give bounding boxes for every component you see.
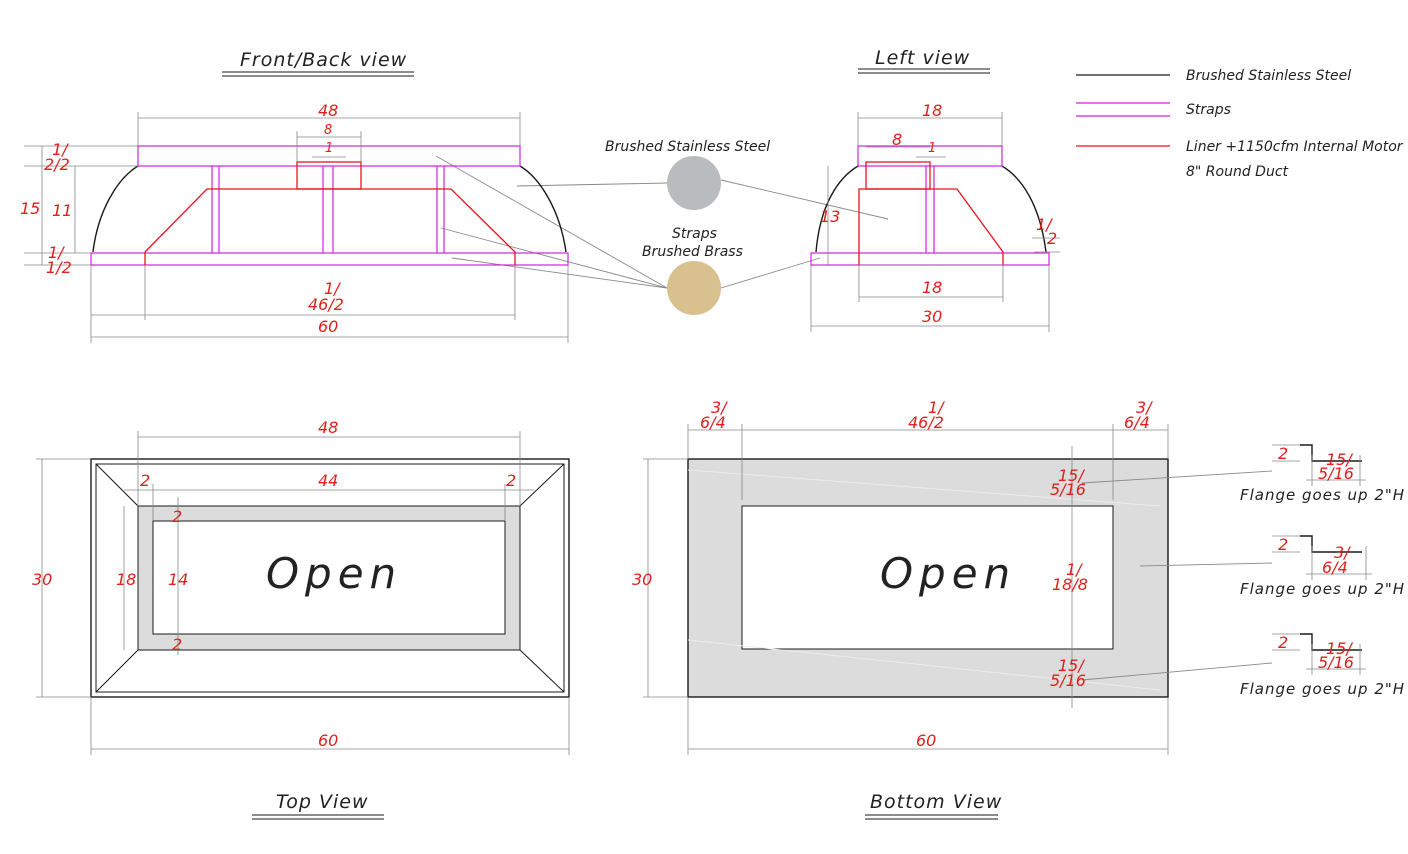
brass-swatch: [667, 261, 721, 315]
flange-1-frac: 15/: [1326, 450, 1353, 469]
top-open-label: Open: [266, 549, 402, 598]
bottom-depth-dim: 18/8: [1052, 575, 1088, 594]
top-inner-depth-dim: 14: [168, 570, 188, 589]
bottom-depth-frac: 1/: [1066, 560, 1083, 579]
front-back-view: 48 8 1 1/ 2/2 15 11 1/ 1/2 1/ 46/2 60: [20, 101, 569, 343]
legend-duct-label: 8" Round Duct: [1186, 164, 1289, 180]
flange-3-frac: 15/: [1326, 639, 1353, 658]
top-view: 48 44 2 2 18 14 2 2 30 60 Open: [32, 418, 570, 755]
bottom-view-title: Bottom View: [870, 791, 1002, 813]
left-top-dim: 18: [922, 101, 942, 120]
steel-swatch: [667, 156, 721, 210]
left-collar-inner-dim: 1: [928, 141, 936, 156]
front-collar-dim: 8: [324, 123, 332, 138]
bottom-height-dim: 30: [632, 570, 652, 589]
left-collar-dim: 8: [892, 130, 902, 149]
flange-1-label: Flange goes up 2"H: [1240, 486, 1405, 504]
flange-detail-3: 2 15/ 5/16 Flange goes up 2"H: [1240, 633, 1405, 698]
top-height-dim: 30: [32, 570, 52, 589]
bottom-lower-dim: 5/16: [1050, 671, 1086, 690]
flange-3-height: 2: [1278, 633, 1288, 652]
brass-swatch-label: Brushed Brass: [642, 244, 743, 260]
bottom-mid-dim: 46/2: [908, 413, 944, 432]
front-collar-inner-dim: 1: [325, 141, 333, 156]
left-side-frac: 1/: [1036, 215, 1053, 234]
front-height-dim: 15: [20, 199, 40, 218]
legend: Brushed Stainless Steel Straps Liner +11…: [1076, 68, 1404, 180]
legend-liner-label: Liner +1150cfm Internal Motor: [1186, 139, 1404, 155]
top-outer-dim: 48: [318, 418, 338, 437]
flange-3-label: Flange goes up 2"H: [1240, 680, 1405, 698]
top-top-gap-dim: 2: [172, 507, 182, 526]
front-top-width-dim: 48: [318, 101, 338, 120]
flange-detail-1: 2 15/ 5/16 Flange goes up 2"H: [1240, 444, 1405, 504]
bottom-upper-frac: 15/: [1058, 466, 1085, 485]
flange-3-value: 5/16: [1318, 653, 1354, 672]
flange-1-value: 5/16: [1318, 464, 1354, 483]
material-swatches: Brushed Stainless Steel Straps Brushed B…: [435, 139, 889, 315]
left-height-dim: 13: [820, 207, 840, 226]
bottom-upper-dim: 5/16: [1050, 480, 1086, 499]
straps-swatch-label: Straps: [672, 226, 717, 242]
left-view-title: Left view: [875, 47, 970, 69]
bottom-left-frac: 3/: [711, 398, 728, 417]
flange-details: 2 15/ 5/16 Flange goes up 2"H 2 3/ 6/4 F…: [1240, 444, 1405, 698]
bottom-view: 3/ 6/4 1/ 46/2 3/ 6/4 15/ 5/16 1/ 18/8 1…: [632, 398, 1273, 755]
flange-detail-2: 2 3/ 6/4 Flange goes up 2"H: [1240, 535, 1405, 598]
front-mid-dim: 11: [52, 201, 72, 220]
front-bottom-band-dim: 1/2: [46, 258, 72, 277]
bottom-lower-frac: 15/: [1058, 656, 1085, 675]
left-liner-dim: 18: [922, 278, 942, 297]
legend-straps-label: Straps: [1186, 102, 1231, 118]
top-view-title: Top View: [276, 791, 369, 813]
flange-2-frac: 3/: [1334, 543, 1351, 562]
left-overall-dim: 30: [922, 307, 942, 326]
front-bottom-band-frac: 1/: [48, 243, 65, 262]
top-bottom-gap-dim: 2: [172, 635, 182, 654]
front-overall-dim: 60: [318, 317, 338, 336]
bottom-right-dim: 6/4: [1124, 413, 1150, 432]
flange-2-value: 6/4: [1322, 558, 1348, 577]
top-side-left-dim: 2: [140, 471, 150, 490]
flange-2-height: 2: [1278, 535, 1288, 554]
bottom-left-dim: 6/4: [700, 413, 726, 432]
steel-swatch-label: Brushed Stainless Steel: [605, 139, 770, 155]
top-inner-dim: 44: [318, 471, 338, 490]
top-side-right-dim: 2: [506, 471, 516, 490]
legend-steel-label: Brushed Stainless Steel: [1186, 68, 1351, 84]
front-liner-frac: 1/: [324, 279, 341, 298]
front-top-band-frac: 1/: [52, 140, 69, 159]
left-side-dim: 2: [1047, 229, 1057, 248]
flange-2-label: Flange goes up 2"H: [1240, 580, 1405, 598]
front-top-band-dim: 2/2: [44, 155, 70, 174]
bottom-right-frac: 3/: [1136, 398, 1153, 417]
left-view: 18 8 1 13 1/ 2 18 30: [810, 101, 1060, 332]
flange-1-height: 2: [1278, 444, 1288, 463]
bottom-open-label: Open: [880, 549, 1016, 598]
front-back-view-title: Front/Back view: [240, 49, 407, 71]
view-titles: Front/Back view Left view Top View Botto…: [222, 47, 1002, 820]
bottom-width-dim: 60: [916, 731, 936, 750]
front-liner-dim: 46/2: [308, 295, 344, 314]
top-width-dim: 60: [318, 731, 338, 750]
bottom-mid-frac: 1/: [928, 398, 945, 417]
top-depth-dim: 18: [116, 570, 136, 589]
